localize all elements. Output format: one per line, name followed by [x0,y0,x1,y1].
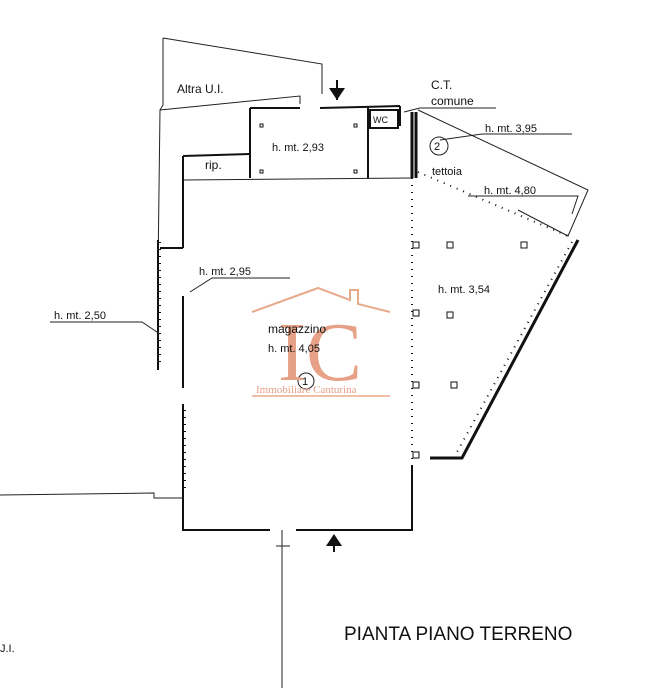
pillar [259,169,264,174]
top-room-walls [249,105,401,178]
leader-h480 [468,195,579,215]
boundary-bottom-center [276,530,290,688]
pillar [446,311,454,319]
tettoia-number-circle [429,136,449,156]
pillar [353,169,358,174]
rip-walls [182,153,251,180]
magazzino-inner-left [157,240,183,370]
pillar [412,309,420,317]
tettoia-left-wall [410,112,418,178]
height-label-293: h. mt. 2,93 [272,142,324,154]
watermark-initials: IC [278,306,362,399]
tettoia-front-line [417,171,569,237]
pillar [520,241,528,249]
leader-h395 [439,133,572,141]
pillar [259,123,264,128]
tettoia-label: tettoia [432,166,463,178]
watermark-roof [251,286,391,313]
pillars [259,123,528,459]
pillar [412,451,420,459]
tettoia-outline [417,109,589,237]
height-label-480: h. mt. 4,80 [484,185,536,197]
altra-ui-outline [157,37,323,271]
height-label-405: h. mt. 4,05 [268,343,320,355]
leader-ct [403,107,496,113]
magazzino-top-wall [182,177,413,181]
altra-ui-label: Altra U.I. [177,82,224,96]
magazzino-number-circle [297,372,315,390]
height-label-250: h. mt. 2,50 [54,310,106,322]
wc-box [369,109,399,129]
height-label-395: h. mt. 3,95 [485,123,537,135]
angled-wall-hatch [455,241,573,455]
tettoia-number: 2 [434,141,440,153]
wc-label: WC [373,115,388,125]
plan-title: PIANTA PIANO TERRENO [344,624,572,645]
magazzino-number: 1 [302,376,308,388]
boundary-bottom-left [0,492,183,499]
height-label-295: h. mt. 2,95 [199,266,251,278]
pillar [412,381,420,389]
watermark-caption: Immobiliare Canturina [256,384,357,396]
magazzino-walls [182,180,413,531]
altra-ui-bottom-label: J.I. [0,643,15,655]
pillar [353,123,358,128]
ct-label-line2: comune [431,94,474,108]
ct-label-line1: C.T. [431,78,452,92]
pillar [412,241,420,249]
angled-wall [430,239,580,460]
watermark-logo: IC Immobiliare Canturina [251,286,391,399]
entrance-arrow-top-head [329,88,345,100]
pillar [446,241,454,249]
pillar [450,381,458,389]
leader-h295 [189,277,290,293]
rip-label: rip. [205,158,222,172]
height-label-354: h. mt. 3,54 [438,284,490,296]
entrance-arrow-bottom-head [326,534,342,546]
leader-h250 [50,321,161,335]
magazzino-label: magazzino [268,322,326,336]
